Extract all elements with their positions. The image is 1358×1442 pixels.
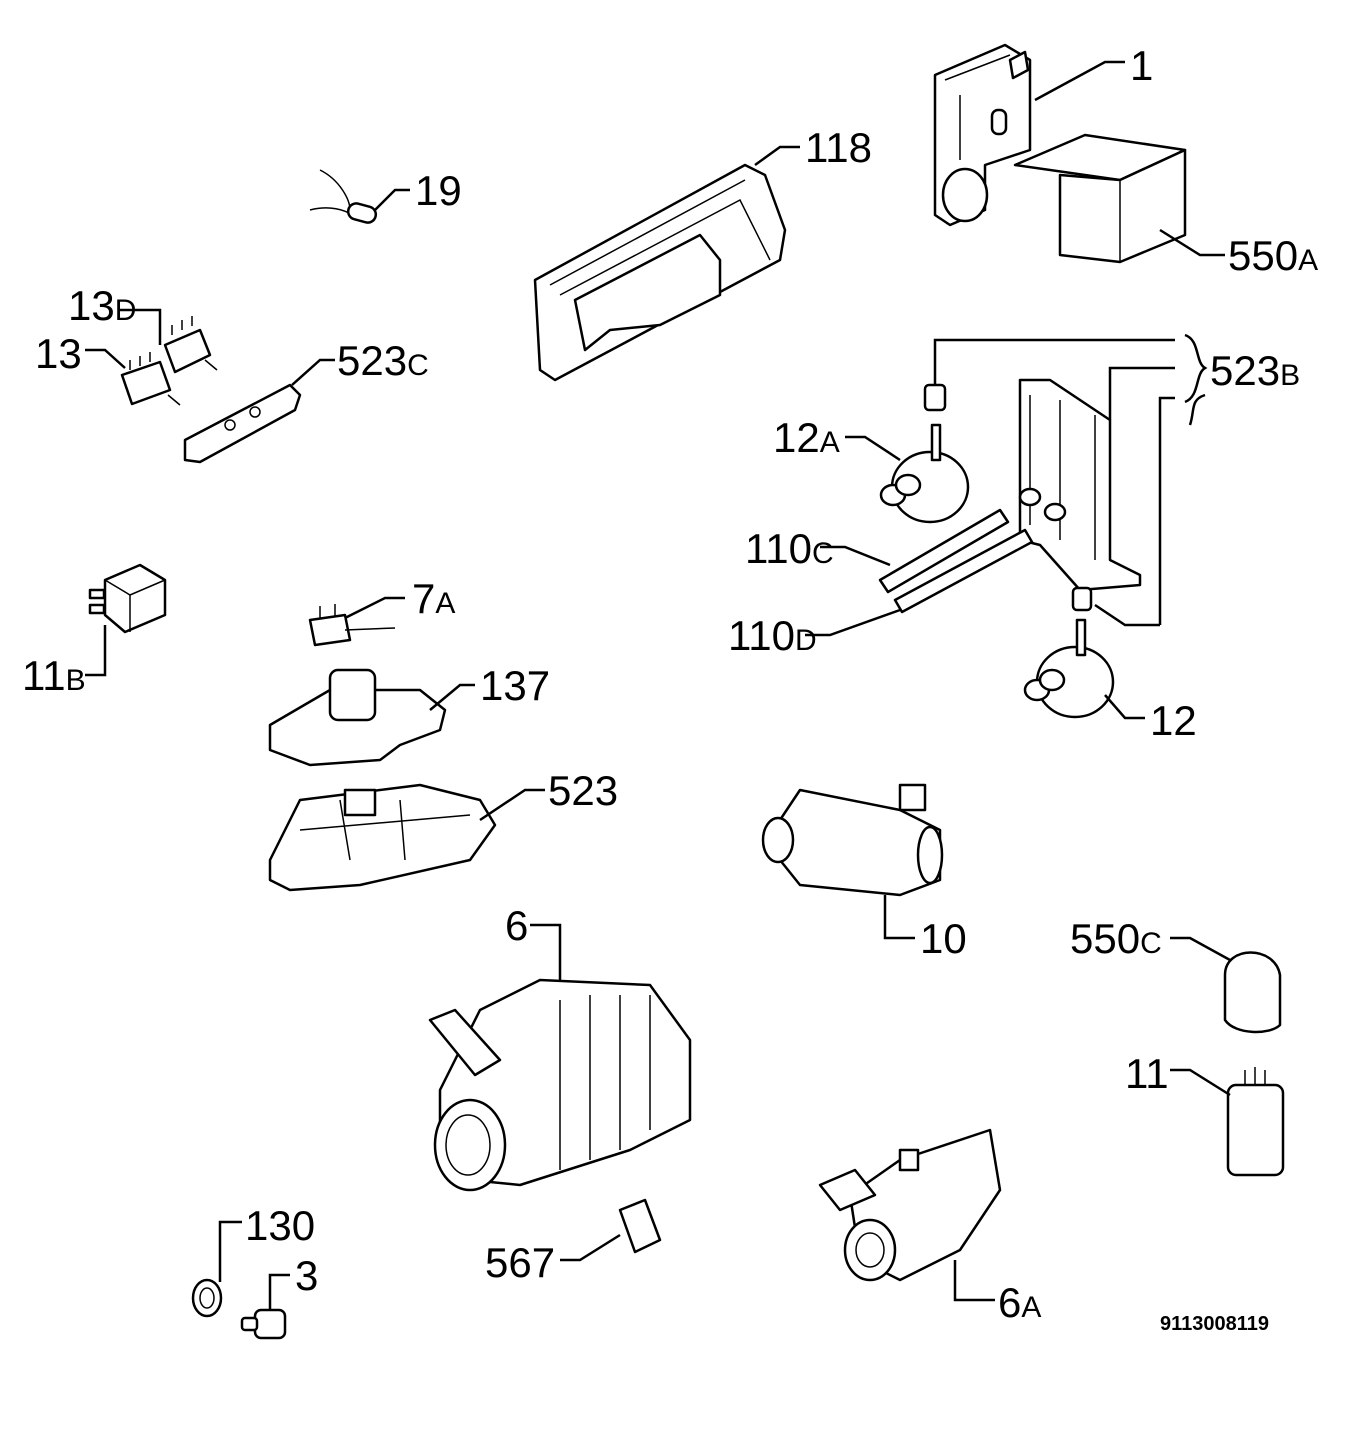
part-550a-box (1013, 133, 1187, 264)
label-110d: 110D (728, 612, 817, 659)
label-523: 523 (548, 767, 618, 814)
part-6-pump-motor (428, 978, 692, 1192)
part-118-dispenser (533, 163, 787, 382)
label-550a: 550A (1228, 232, 1318, 279)
label-10: 10 (920, 915, 967, 962)
label-550c: 550C (1070, 915, 1162, 962)
part-137-cover (268, 668, 447, 767)
part-110c-hose (878, 508, 1010, 594)
part-523c-bracket (183, 383, 302, 464)
label-523b: 523B (1210, 347, 1300, 394)
part-523b-air-trap (923, 378, 1142, 612)
part-11-capacitor (1226, 1067, 1285, 1177)
part-12-pressure-switch (1023, 618, 1115, 719)
part-labels: 1 118 19 550A 13D 13 523C 523B 12A 110C … (22, 42, 1318, 1335)
label-13: 13 (35, 330, 82, 377)
part-6a-drain-pump (818, 1128, 1002, 1282)
label-7a: 7A (412, 575, 455, 622)
label-6a: 6A (998, 1279, 1041, 1326)
label-13d: 13D (68, 282, 136, 329)
part-19-sensor (309, 169, 378, 224)
part-550c-cap (1223, 951, 1282, 1034)
part-523-cover (268, 783, 497, 892)
label-12: 12 (1150, 697, 1197, 744)
part-567-clip (618, 1198, 662, 1254)
label-11b: 11B (22, 652, 86, 699)
leader-lines (85, 60, 1231, 1310)
label-118: 118 (805, 124, 872, 171)
label-19: 19 (415, 167, 462, 214)
part-12a-pressure-switch (879, 423, 970, 524)
label-6: 6 (505, 902, 528, 949)
part-3-plug (240, 1308, 287, 1340)
label-1: 1 (1130, 42, 1153, 89)
label-567: 567 (485, 1239, 555, 1286)
part-10-heater (761, 783, 944, 897)
part-130-gasket (191, 1278, 223, 1318)
label-3: 3 (295, 1252, 318, 1299)
label-12a: 12A (773, 414, 840, 461)
label-130: 130 (245, 1202, 315, 1249)
part-7a-microswitch (308, 604, 396, 647)
label-11: 11 (1125, 1050, 1169, 1097)
label-137: 137 (480, 662, 550, 709)
drawing-code: 9113008119 (1160, 1313, 1269, 1335)
label-110c: 110C (745, 525, 834, 572)
part-1-timer (933, 43, 1032, 227)
part-13d-switch (163, 316, 218, 374)
part-13-switch (120, 352, 181, 406)
part-11b-relay (88, 563, 167, 634)
label-523c: 523C (337, 337, 429, 384)
part-110d-hose (893, 528, 1034, 614)
